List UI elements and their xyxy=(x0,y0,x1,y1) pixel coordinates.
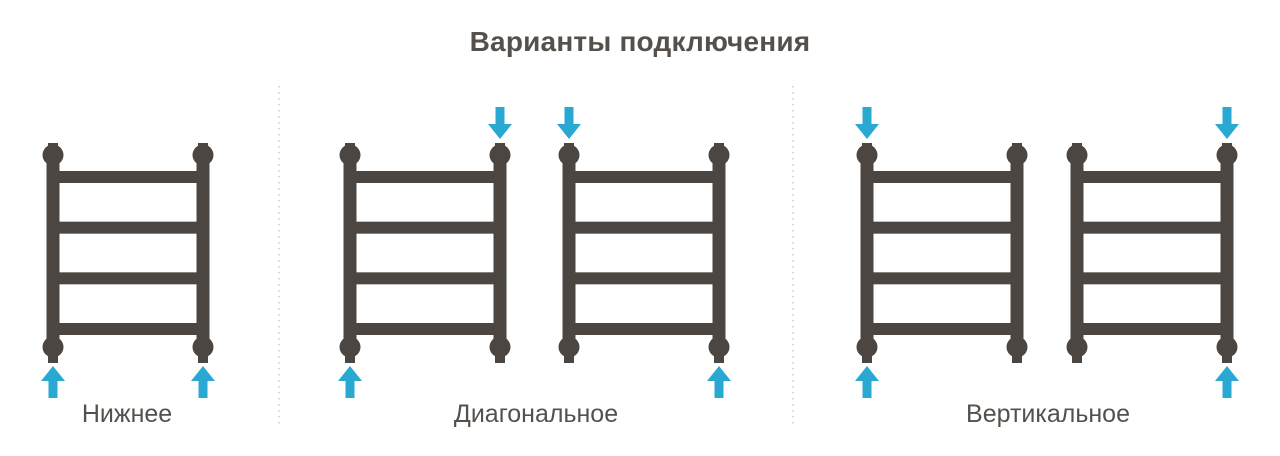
group-divider xyxy=(792,86,794,426)
flow-arrow-down-icon xyxy=(557,107,581,139)
flow-arrow-up-icon xyxy=(1215,366,1239,398)
flow-arrow-down-icon xyxy=(1215,107,1239,139)
group-label-vertical-connection: Вертикальное xyxy=(966,400,1130,428)
diagram-title: Варианты подключения xyxy=(469,26,811,57)
towel-rail-icon xyxy=(558,143,730,363)
towel-rail-icon xyxy=(339,143,511,363)
group-label-bottom-connection: Нижнее xyxy=(81,400,173,428)
flow-arrow-up-icon xyxy=(191,366,215,398)
radiator-диагональное-2 xyxy=(557,107,731,398)
flow-arrow-down-icon xyxy=(488,107,512,139)
towel-rail-icon xyxy=(42,143,214,363)
radiator-нижнее-1 xyxy=(41,107,215,398)
flow-arrow-up-icon xyxy=(855,366,879,398)
towel-rail-icon xyxy=(1066,143,1238,363)
radiator-диагональное-1 xyxy=(338,107,512,398)
flow-arrow-down-icon xyxy=(855,107,879,139)
group-label-diagonal-connection: Диагональное xyxy=(453,400,619,428)
towel-rail-icon xyxy=(856,143,1028,363)
flow-arrow-up-icon xyxy=(338,366,362,398)
flow-arrow-up-icon xyxy=(41,366,65,398)
flow-arrow-up-icon xyxy=(707,366,731,398)
radiator-вертикальное-1 xyxy=(855,107,1029,398)
radiator-вертикальное-2 xyxy=(1065,107,1239,398)
group-divider xyxy=(278,86,280,426)
